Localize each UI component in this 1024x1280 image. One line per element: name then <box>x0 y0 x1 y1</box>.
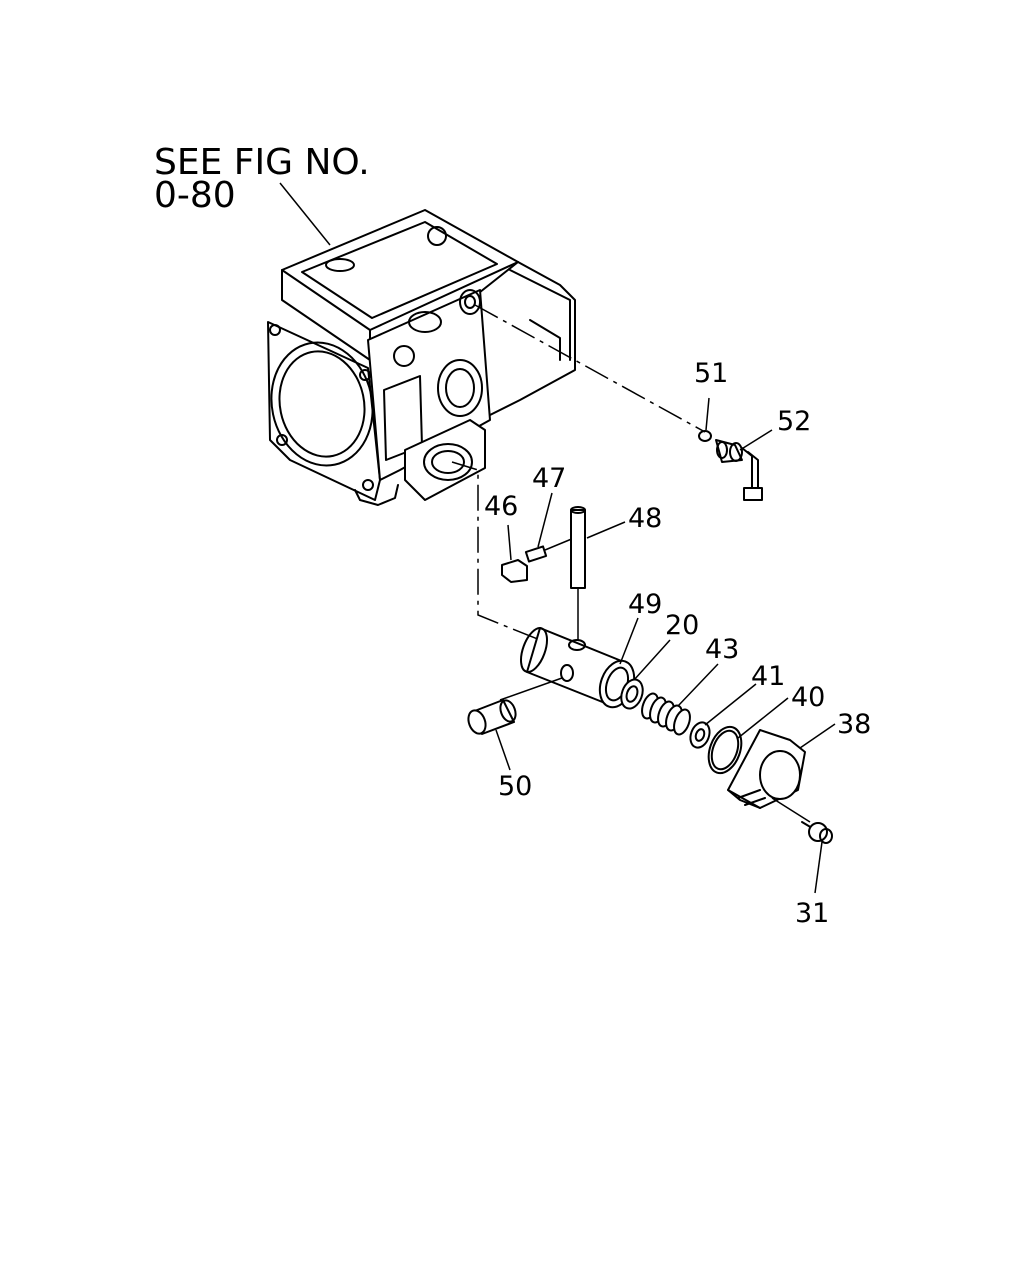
throttle-body-housing <box>267 209 576 506</box>
part-48-pin <box>570 506 586 640</box>
leader-20 <box>633 639 671 681</box>
reference-leader <box>279 182 331 246</box>
callout-47: 47 <box>532 463 566 494</box>
leader-housing-to-49 <box>451 461 541 641</box>
callout-48: 48 <box>628 503 662 534</box>
callout-20: 20 <box>665 610 699 641</box>
reference-line-2: 0-80 <box>154 175 236 216</box>
reference-line-1: SEE FIG NO. <box>154 142 370 183</box>
part-40-o-ring <box>707 725 743 775</box>
leader-housing-to-51 <box>474 304 706 433</box>
leader-41 <box>704 683 757 726</box>
leader-51 <box>705 397 710 431</box>
callout-41: 41 <box>751 661 785 692</box>
part-49-sleeve <box>499 627 636 709</box>
leader-50 <box>495 729 511 771</box>
part-52-sensor <box>715 439 763 501</box>
callout-43: 43 <box>705 634 739 665</box>
part-51-o-ring <box>698 430 712 442</box>
callout-31: 31 <box>795 898 829 929</box>
part-41-washer <box>689 721 711 749</box>
callout-50: 50 <box>498 771 532 802</box>
part-31-bolt <box>801 821 833 844</box>
leader-52 <box>739 429 773 451</box>
leader-43 <box>677 663 719 707</box>
leader-49 <box>619 617 639 665</box>
part-43-spring <box>641 692 691 736</box>
leader-47 <box>537 492 553 548</box>
callout-51: 51 <box>694 358 728 389</box>
part-46-clip <box>501 559 528 583</box>
callout-40: 40 <box>791 682 825 713</box>
leader-38 <box>799 723 836 749</box>
callout-49: 49 <box>628 589 662 620</box>
part-38-cover <box>727 729 811 823</box>
leader-46 <box>507 524 512 561</box>
callout-38: 38 <box>837 709 871 740</box>
part-47-screw <box>524 537 575 563</box>
callout-52: 52 <box>777 406 811 437</box>
callout-46: 46 <box>484 491 518 522</box>
leader-40 <box>737 697 789 739</box>
leader-31 <box>814 841 823 894</box>
part-50-plug <box>467 699 517 735</box>
part-20-washer <box>620 678 644 710</box>
leader-48 <box>586 521 626 539</box>
